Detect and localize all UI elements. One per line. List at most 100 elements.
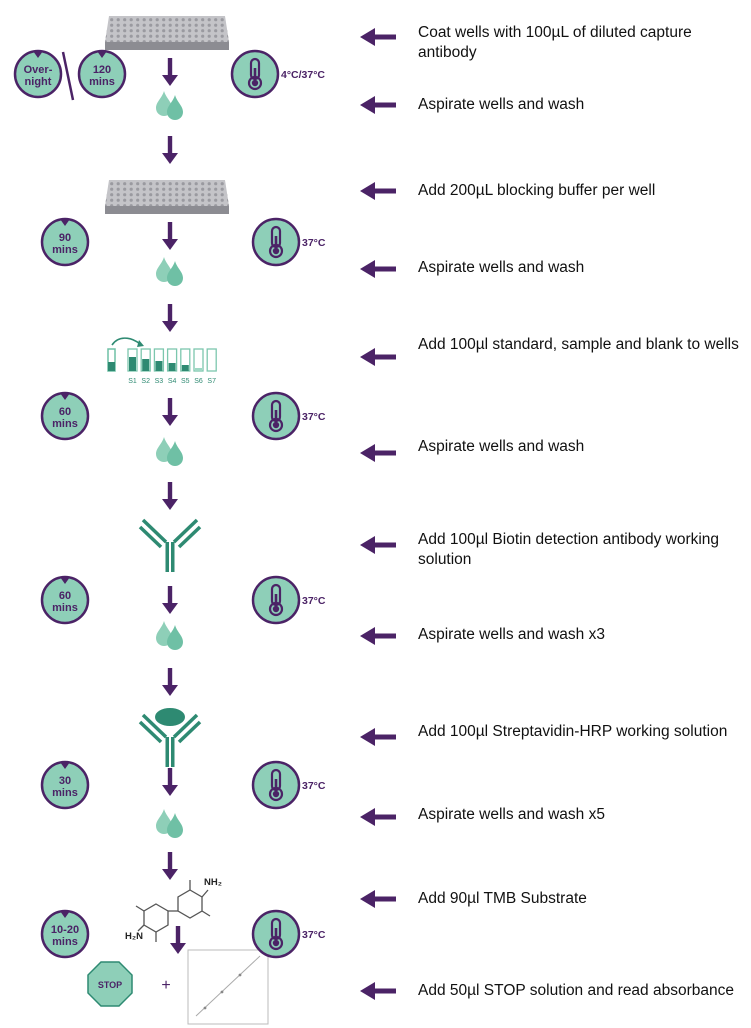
timer-label: 90: [59, 232, 71, 244]
thermometer-icon: [230, 49, 280, 99]
step-arrows: [360, 28, 396, 1000]
temperature-label: 37°C: [302, 780, 326, 792]
tube-label: S3: [155, 378, 164, 385]
timer-label: mins: [52, 602, 78, 614]
absorbance-plot-icon: [187, 949, 269, 1025]
tube-liquid: [129, 357, 136, 371]
down-arrow-icon: [162, 222, 178, 250]
down-arrow-icon: [162, 482, 178, 510]
wash-drops-icon: [156, 621, 183, 650]
temperature-label: 37°C: [302, 237, 326, 249]
tube-liquid: [168, 363, 176, 371]
plus-sign: +: [161, 977, 170, 994]
stop-sign-icon: [87, 961, 133, 1007]
step-arrow-icon: [360, 96, 396, 114]
temperature-label: 37°C: [302, 411, 326, 423]
timer-label: 30: [59, 775, 71, 787]
step-arrow-icon: [360, 260, 396, 278]
step-arrow-icon: [360, 627, 396, 645]
down-arrow-icon: [162, 668, 178, 696]
step-text: Coat wells with 100µL of diluted capture…: [418, 24, 692, 61]
step-text: Aspirate wells and wash x5: [418, 806, 605, 823]
step-text: Aspirate wells and wash: [418, 96, 585, 113]
step-text: Add 100µl Streptavidin-HRP working solut…: [418, 723, 728, 740]
tube: [206, 348, 217, 372]
tube-liquid: [195, 368, 202, 371]
down-arrow-icon: [162, 304, 178, 332]
step-arrow-icon: [360, 182, 396, 200]
down-arrow-icon: [162, 398, 178, 426]
tube-liquid: [142, 359, 150, 371]
microplate-icon: [105, 180, 229, 214]
tube-label: S5: [181, 378, 190, 385]
tube-set: S1 S2 S3 S4 S5 S6 S7: [127, 348, 217, 385]
step-arrow-icon: [360, 444, 396, 462]
timer-badges: Over-night120mins90mins60mins60mins30min…: [13, 49, 127, 959]
tube-liquid: [181, 365, 189, 371]
step-arrow-icon: [360, 348, 396, 366]
tube: [193, 348, 204, 372]
down-arrow-icon: [162, 852, 178, 880]
step-text: Aspirate wells and wash x3: [418, 626, 605, 643]
standard-tubes-icon: [107, 337, 144, 372]
temperature-label: 37°C: [302, 929, 326, 941]
timer-label: mins: [89, 76, 115, 88]
tmb-amine-bottom-label: H₂N: [125, 931, 143, 942]
tube-label: S7: [207, 378, 216, 385]
thermometer-icon: [251, 760, 301, 810]
step-text: Add 100µl standard, sample and blank to …: [418, 336, 739, 353]
tube-label: S1: [128, 378, 137, 385]
step-text: Add 50µl STOP solution and read absorban…: [418, 982, 734, 999]
timer-label: mins: [52, 418, 78, 430]
wash-drops-icon: [156, 437, 183, 466]
timer-label: mins: [52, 936, 78, 948]
wash-drops-icon: [156, 809, 183, 838]
tube-label: S6: [194, 378, 203, 385]
microplate-icon: [105, 16, 229, 50]
down-arrow-icon: [162, 768, 178, 796]
timer-badge: Over-night: [13, 49, 63, 99]
timer-label: 60: [59, 406, 71, 418]
down-arrow-icon: [162, 136, 178, 164]
timer-label: 10-20: [51, 924, 79, 936]
step-text: Add 90µl TMB Substrate: [418, 890, 587, 907]
antibody-icon: [138, 518, 202, 574]
step-text: Aspirate wells and wash: [418, 438, 585, 455]
thermometer-icon: [251, 909, 301, 959]
step-arrow-icon: [360, 808, 396, 826]
timer-label: 120: [93, 64, 111, 76]
tmb-molecule-icon: [135, 880, 211, 942]
step-arrow-icon: [360, 982, 396, 1000]
thermometer-icon: [251, 391, 301, 441]
step-text: Aspirate wells and wash: [418, 259, 585, 276]
tube-label: S2: [141, 378, 150, 385]
tube-liquid: [155, 361, 163, 371]
thermometer-badges: 4°C/37°C37°C37°C37°C37°C37°C: [230, 49, 326, 959]
timer-label: Over-: [24, 64, 53, 76]
timer-label: 60: [59, 590, 71, 602]
temperature-label: 37°C: [302, 595, 326, 607]
wash-drops-icon: [156, 257, 183, 286]
or-slash: [61, 51, 75, 101]
stop-sign-label: STOP: [98, 980, 122, 990]
tmb-amine-top-label: NH₂: [204, 877, 222, 888]
timer-label: night: [25, 76, 52, 88]
timer-label: mins: [52, 787, 78, 799]
thermometer-icon: [251, 217, 301, 267]
timer-label: mins: [52, 244, 78, 256]
down-arrow-icon: [162, 586, 178, 614]
step-arrow-icon: [360, 28, 396, 46]
step-text: Add 100µl Biotin detection antibody work…: [418, 531, 720, 568]
step-text: Add 200µL blocking buffer per well: [418, 182, 656, 199]
streptavidin-hrp-icon: [155, 708, 185, 726]
thermometer-icon: [251, 575, 301, 625]
step-arrow-icon: [360, 536, 396, 554]
tube-label: S4: [168, 378, 177, 385]
